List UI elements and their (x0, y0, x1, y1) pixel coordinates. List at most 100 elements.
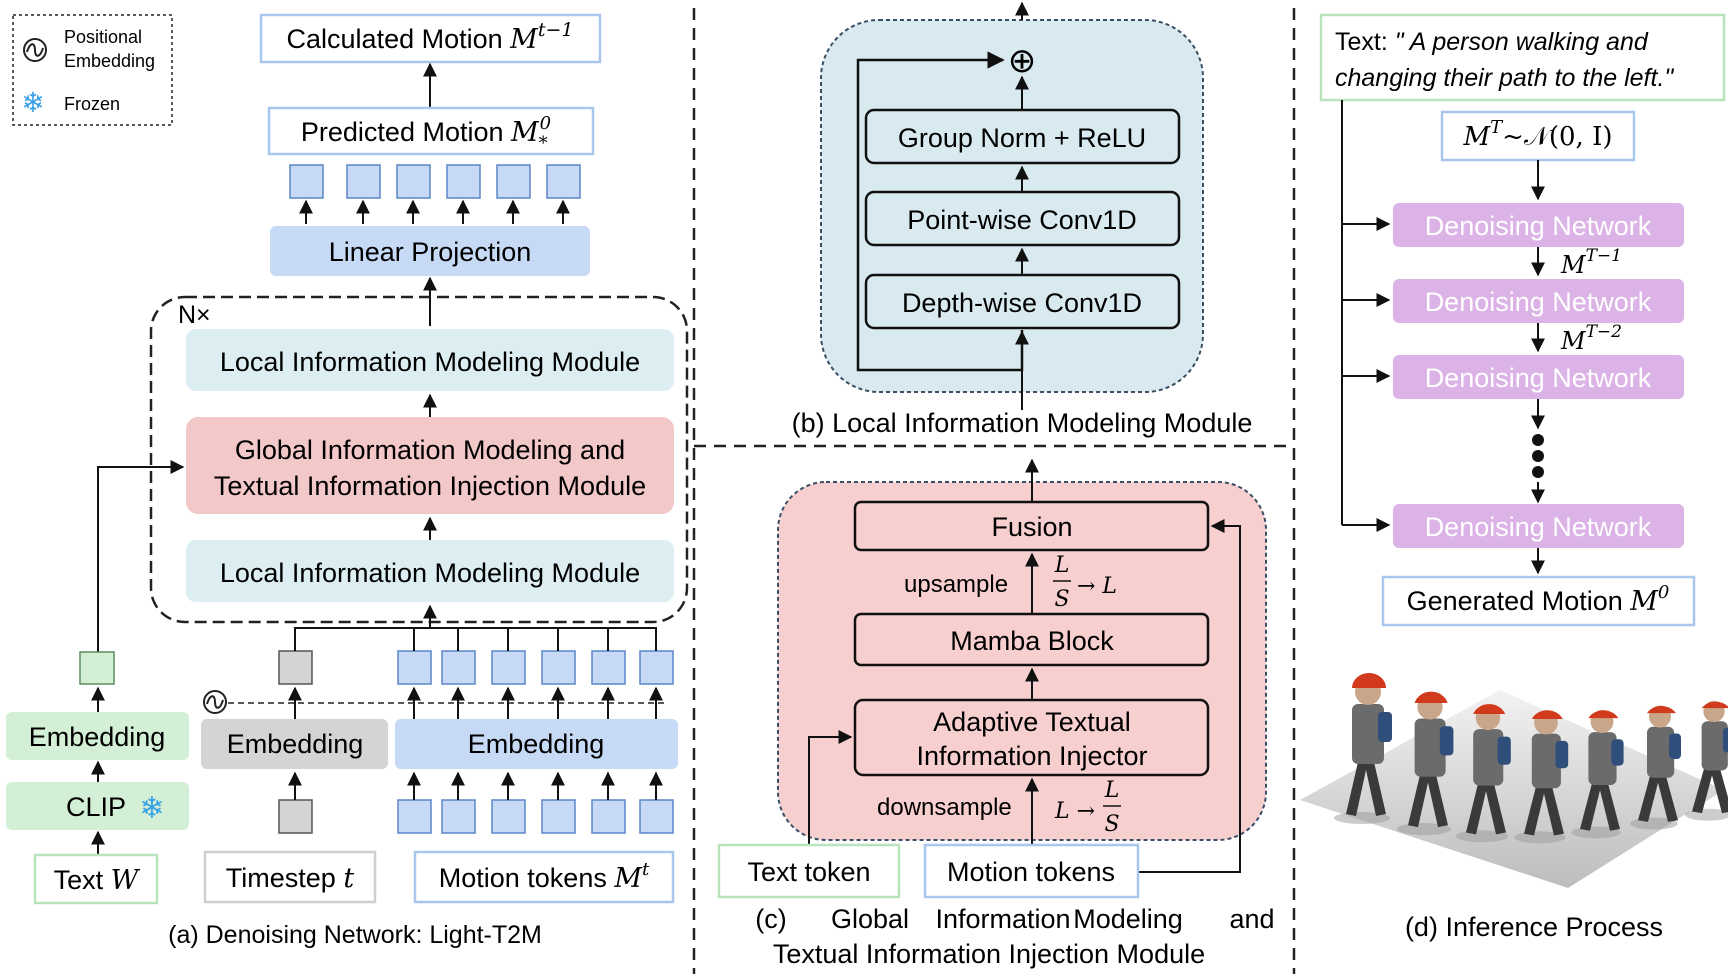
downsample-label: downsample (877, 794, 1012, 821)
arrow-text-token-to-injector (808, 730, 853, 845)
caption-c-line2: Textual Information Injection Module (773, 939, 1205, 969)
svg-text:S: S (1104, 812, 1119, 837)
pointwise-box (864, 190, 1181, 247)
svg-text:L: L (1104, 778, 1120, 803)
embedded-motion-token-3 (491, 650, 526, 685)
denoise-box-4 (1393, 504, 1684, 548)
walking-figure-1 (1334, 673, 1392, 824)
output-token-3 (396, 164, 431, 199)
upsample-ratio: L S → L (1053, 553, 1117, 612)
caption-c-word-1: (c) (755, 904, 786, 934)
output-token-1 (289, 164, 324, 199)
motion-tokens-c-label: Motion tokens (947, 857, 1115, 887)
depthwise-box (864, 273, 1181, 330)
legend-embedding-label: Embedding (64, 51, 155, 71)
output-token-4 (446, 164, 481, 199)
input-motion-token-4 (541, 799, 576, 834)
timestep-embedding-box (201, 719, 388, 769)
motion-tokens-box (413, 850, 675, 904)
linear-projection-box (270, 226, 590, 276)
fusion-label: Fusion (991, 512, 1072, 542)
group-norm-label: Group Norm + ReLU (898, 123, 1146, 153)
step-label-1: MT−1 (1560, 246, 1622, 279)
global-module-box (186, 417, 674, 514)
caption-d: (d) Inference Process (1405, 912, 1663, 942)
input-motion-token-1 (397, 799, 432, 834)
text-w-label: Text W (54, 865, 141, 896)
noise-formula: MT~𝒩(0, I) (1463, 117, 1613, 152)
legend-positional-label: Positional (64, 27, 142, 47)
timestep-input-square (278, 799, 313, 834)
embedded-motion-token-1 (397, 650, 432, 685)
svg-text:L →: L → (1054, 799, 1095, 824)
caption-c-word-5: and (1229, 904, 1274, 934)
calculated-motion-label: Calculated Motion Mt−1 (287, 19, 574, 55)
repeat-block-container (149, 295, 689, 624)
denoise-label-1: Denoising Network (1425, 211, 1652, 241)
positional-embedding-icon (23, 38, 47, 62)
text-embedding-box (6, 712, 189, 760)
noise-box (1440, 110, 1636, 162)
mamba-label: Mamba Block (950, 626, 1114, 656)
arrow-motion-skip-to-fusion (1138, 519, 1241, 873)
caption-b: (b) Local Information Modeling Module (792, 408, 1253, 438)
walking-figure-6 (1630, 705, 1681, 830)
downsample-ratio: L → L S (1054, 778, 1121, 837)
clip-box (6, 782, 189, 830)
output-token-2 (346, 164, 381, 199)
input-motion-token-3 (491, 799, 526, 834)
upsample-label: upsample (904, 571, 1008, 598)
local-module-top-label: Local Information Modeling Module (220, 347, 640, 377)
output-tokens (289, 164, 581, 224)
generated-motion-box (1381, 575, 1696, 627)
walking-figure-2 (1396, 691, 1454, 836)
positional-embedding-icon-a (203, 690, 227, 714)
motion-embedding-box (395, 719, 678, 769)
motion-tokens-c-box (923, 843, 1140, 899)
embedded-motion-token-6 (639, 650, 674, 685)
clip-label: CLIP (66, 792, 126, 822)
denoise-label-3: Denoising Network (1425, 363, 1652, 393)
depthwise-label: Depth-wise Conv1D (902, 288, 1142, 318)
embedded-motion-token-5 (591, 650, 626, 685)
output-token-5 (496, 164, 531, 199)
svg-text:S: S (1054, 587, 1069, 612)
timestep-label: Timestep t (226, 863, 355, 894)
local-module-bottom-label: Local Information Modeling Module (220, 558, 640, 588)
text-token-label: Text token (747, 857, 870, 887)
generated-motion-label: Generated Motion M0 (1407, 582, 1670, 617)
timestep-box (203, 850, 377, 904)
walking-figure-3 (1455, 704, 1511, 843)
fusion-box (853, 500, 1210, 552)
caption-c-word-2: Global (831, 904, 909, 934)
prompt-line2: changing their path to the left." (1335, 64, 1674, 92)
text-token-square (79, 651, 115, 685)
token-merge-bus (294, 627, 657, 651)
embedded-motion-token-2 (441, 650, 476, 685)
caption-a: (a) Denoising Network: Light-T2M (168, 921, 542, 949)
legend-box: Positional Embedding ❄ Frozen (12, 14, 173, 126)
clip-frozen-icon: ❄ (139, 792, 164, 825)
global-module-line1: Global Information Modeling and (235, 435, 625, 465)
motion-tokens-input (397, 771, 674, 834)
predicted-motion-box (267, 106, 595, 156)
denoise-box-3 (1393, 355, 1684, 399)
walking-person-render (1300, 673, 1728, 888)
caption-c-word-3: Information (935, 904, 1070, 934)
svg-text:→ L: → L (1077, 574, 1117, 599)
timestep-token-square (278, 650, 313, 685)
prompt-line1: Text: " A person walking and (1335, 28, 1649, 56)
motion-embedding-label: Embedding (468, 729, 605, 759)
snowflake-icon: ❄ (21, 87, 44, 118)
mamba-box (853, 612, 1210, 667)
calculated-motion-box (259, 13, 602, 64)
input-motion-token-2 (441, 799, 476, 834)
ellipsis-dots (1532, 434, 1544, 478)
input-motion-token-6 (639, 799, 674, 834)
embedded-motion-token-4 (541, 650, 576, 685)
walking-figure-4 (1514, 710, 1569, 844)
pointwise-label: Point-wise Conv1D (907, 205, 1137, 235)
predicted-motion-label: Predicted Motion M*0 (301, 113, 551, 154)
legend-frozen-label: Frozen (64, 94, 120, 114)
